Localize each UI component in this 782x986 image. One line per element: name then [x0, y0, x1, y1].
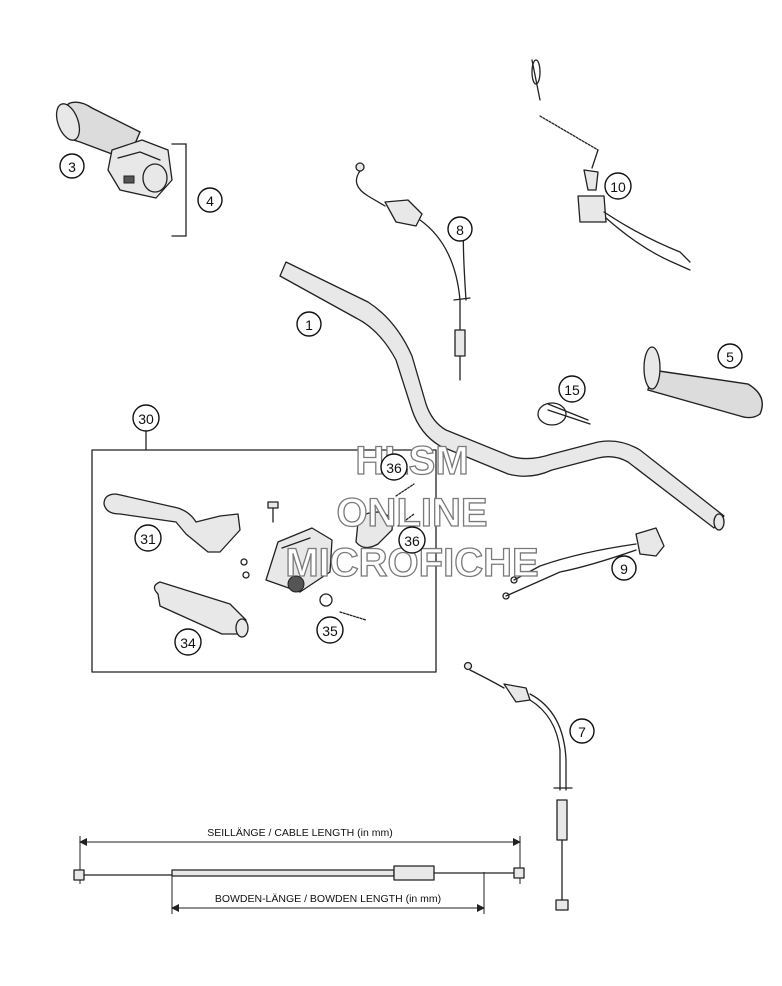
callout-9: 9 [611, 555, 637, 581]
svg-text:36: 36 [386, 460, 402, 476]
throttle-grip [55, 101, 173, 199]
callout-35: 35 [316, 616, 344, 644]
callout-36-upper: 36 [380, 453, 408, 481]
svg-text:34: 34 [180, 635, 196, 651]
callout-30: 30 [132, 404, 160, 432]
svg-text:36: 36 [404, 533, 420, 549]
callout-7: 7 [569, 718, 595, 744]
callout-36-lower: 36 [398, 526, 426, 554]
callout-34: 34 [174, 628, 202, 656]
lever-cover [153, 581, 249, 638]
lever-bolt [267, 501, 279, 523]
callout-5: 5 [717, 343, 743, 369]
svg-text:15: 15 [564, 382, 580, 398]
callout-4: 4 [197, 187, 223, 213]
svg-text:31: 31 [140, 531, 156, 547]
svg-text:30: 30 [138, 411, 154, 427]
left-grip [643, 346, 763, 419]
svg-text:5: 5 [726, 349, 734, 365]
throttle-cable [355, 162, 471, 381]
watermark-line-2: ONLINE [336, 491, 487, 535]
callout-15: 15 [558, 375, 586, 403]
adjuster-bolt [319, 593, 367, 621]
callout-1: 1 [296, 311, 322, 337]
callout-8: 8 [447, 216, 473, 242]
svg-text:7: 7 [578, 724, 586, 740]
svg-text:3: 3 [68, 159, 76, 175]
svg-text:4: 4 [206, 193, 214, 209]
lever-perch [265, 527, 333, 593]
watermark-line-1: HLSM [355, 439, 468, 483]
adjuster-screws [395, 483, 415, 527]
callout-31: 31 [134, 524, 162, 552]
svg-text:35: 35 [322, 623, 338, 639]
clutch-assembly-box [91, 449, 437, 673]
kill-switch-lanyard [531, 59, 691, 271]
svg-text:8: 8 [456, 222, 464, 238]
bowden-length-label: BOWDEN-LÄNGE / BOWDEN LENGTH (in mm) [215, 893, 441, 905]
svg-text:1: 1 [305, 317, 313, 333]
cable-length-diagram [73, 836, 525, 914]
cable-length-label: SEILLÄNGE / CABLE LENGTH (in mm) [207, 827, 393, 839]
callout-10: 10 [604, 172, 632, 200]
lever-nuts [240, 558, 250, 579]
svg-text:9: 9 [620, 561, 628, 577]
clutch-lever [103, 493, 241, 553]
perch-clamp [355, 511, 393, 549]
clutch-cable [463, 661, 573, 911]
kill-switch [502, 527, 665, 600]
cable-tie [537, 402, 591, 426]
callout-3: 3 [59, 153, 85, 179]
handlebar [279, 261, 725, 531]
svg-text:10: 10 [610, 179, 626, 195]
